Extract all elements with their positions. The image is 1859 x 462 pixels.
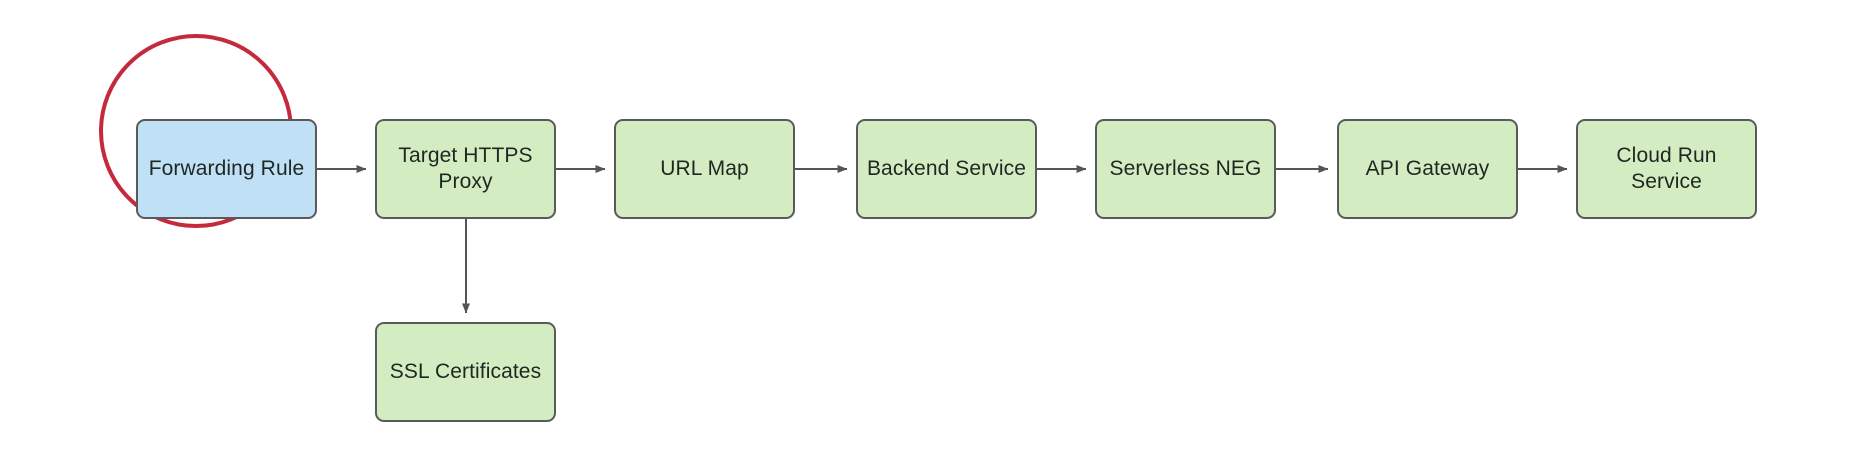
node-backend-service[interactable]: Backend Service <box>856 119 1037 219</box>
node-serverless-neg[interactable]: Serverless NEG <box>1095 119 1276 219</box>
node-ssl-certificates[interactable]: SSL Certificates <box>375 322 556 422</box>
node-api-gateway[interactable]: API Gateway <box>1337 119 1518 219</box>
node-cloud-run-service[interactable]: Cloud Run Service <box>1576 119 1757 219</box>
node-url-map[interactable]: URL Map <box>614 119 795 219</box>
node-target-https-proxy[interactable]: Target HTTPS Proxy <box>375 119 556 219</box>
node-forwarding-rule[interactable]: Forwarding Rule <box>136 119 317 219</box>
